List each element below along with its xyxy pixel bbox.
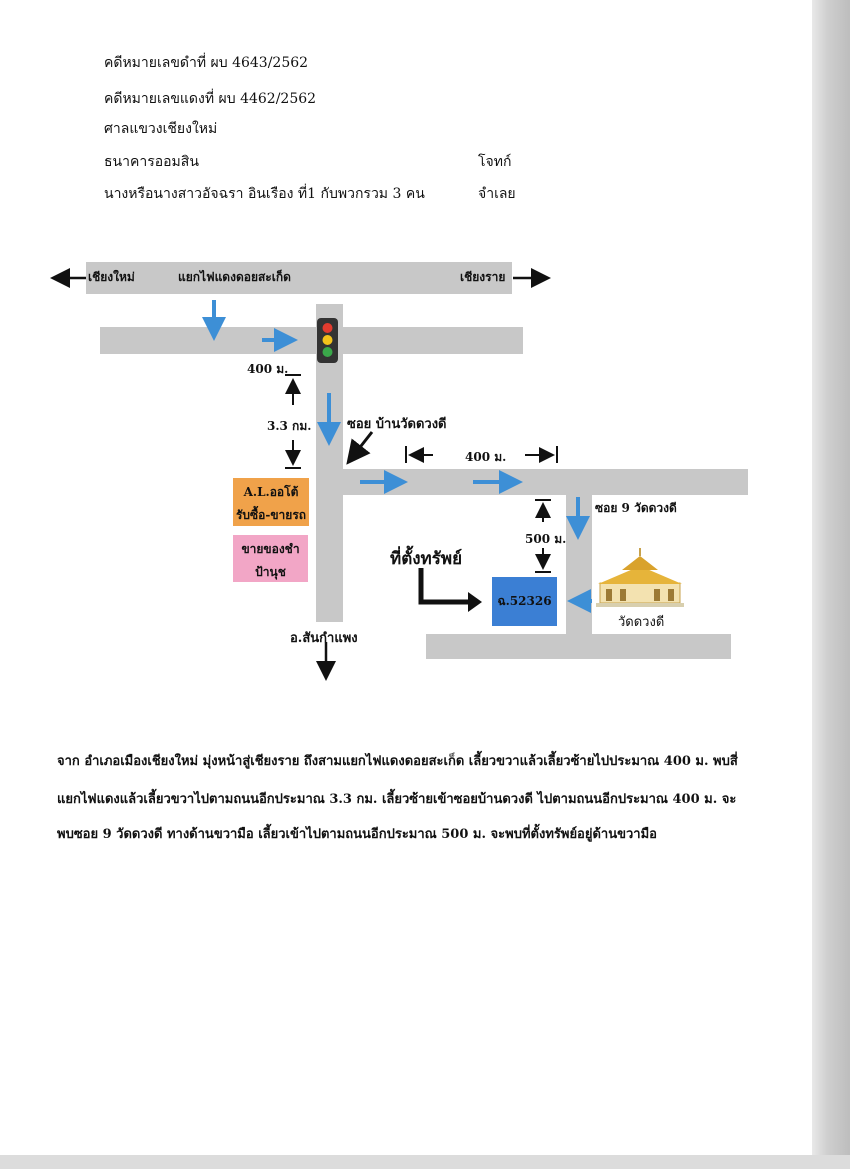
red-case-number: คดีหมายเลขแดงที่ ผบ 4462/2562	[104, 91, 317, 107]
defendant-role: จำเลย	[478, 186, 516, 202]
scan-edge	[812, 0, 850, 1169]
plaintiff-name: ธนาคารออมสิน	[104, 154, 199, 170]
directions-line-1: จาก อำเภอเมืองเชียงใหม่ มุ่งหน้าสู่เชียง…	[57, 754, 738, 769]
label-400m-top: 400 ม.	[247, 362, 289, 376]
property-pointer-arrow-icon	[418, 568, 470, 605]
label-soi9: ซอย 9 วัดดวงดี	[595, 501, 677, 515]
shop-al-auto: A.L.ออโต้ รับซื้อ-ขายรถ	[233, 478, 309, 526]
label-500m: 500 ม.	[525, 532, 567, 546]
label-400m-mid: 400 ม.	[465, 450, 507, 464]
highway-road	[86, 262, 512, 294]
scan-bottom	[0, 1155, 850, 1169]
label-soi-ban-wat-duang-dee: ซอย บ้านวัดดวงดี	[347, 417, 447, 432]
label-san-kamphaeng: อ.สันกำแพง	[290, 631, 358, 646]
label-property-location: ที่ตั้งทรัพย์	[390, 549, 463, 569]
deed-box: ฉ.52326	[492, 577, 557, 626]
deed-number: ฉ.52326	[497, 594, 552, 608]
traffic-light-icon	[317, 318, 338, 363]
shop-grocery-line2: ป้านุช	[255, 565, 286, 579]
label-chiang-rai: เชียงราย	[460, 270, 506, 284]
shop-al-auto-line1: A.L.ออโต้	[243, 485, 299, 499]
directions-line-2: แยกไฟแดงแล้วเลี้ยวขวาไปตามถนนอีกประมาณ 3…	[57, 792, 737, 807]
shop-grocery: ขายของชำ ป้านุช	[233, 535, 308, 582]
label-chiang-mai: เชียงใหม่	[88, 270, 135, 284]
directions-line-3: พบซอย 9 วัดดวงดี ทางด้านขวามือ เลี้ยวเข้…	[57, 827, 657, 842]
plaintiff-role: โจทก์	[478, 154, 512, 170]
bottom-road	[426, 634, 731, 659]
shop-grocery-line1: ขายของชำ	[241, 542, 300, 556]
temple-icon	[596, 548, 684, 607]
junction-road	[100, 327, 523, 354]
black-case-number: คดีหมายเลขดำที่ ผบ 4643/2562	[104, 55, 309, 71]
label-3-3km: 3.3 กม.	[267, 419, 312, 433]
soi-road	[343, 469, 748, 495]
shop-al-auto-line2: รับซื้อ-ขายรถ	[235, 508, 307, 522]
soi-pointer-arrow-icon	[346, 431, 374, 465]
defendant-name: นางหรือนางสาวอัจฉรา อินเรือง ที่1 กับพวก…	[104, 186, 425, 202]
court-name: ศาลแขวงเชียงใหม่	[104, 121, 218, 137]
label-temple: วัดดวงดี	[618, 615, 665, 630]
label-junction: แยกไฟแดงดอยสะเก็ด	[178, 270, 291, 284]
